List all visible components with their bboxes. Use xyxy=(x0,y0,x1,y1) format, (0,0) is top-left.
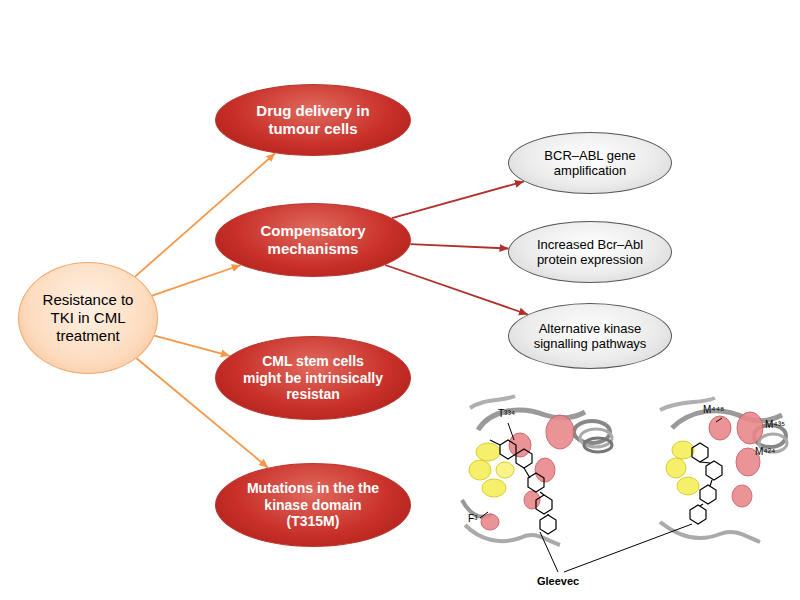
arrow-connector xyxy=(152,265,241,296)
residue-label: M⁴²⁴ xyxy=(755,446,775,457)
cause-ellipse: Mutations in the the kinase domain (T315… xyxy=(215,463,411,547)
leader-line xyxy=(564,524,692,572)
arrow-connector xyxy=(392,181,524,218)
cause-ellipse: CML stem cells might be intrinsically re… xyxy=(215,336,411,420)
mechanism-ellipse: BCR–ABL gene amplification xyxy=(508,132,672,194)
node-text: BCR–ABL gene amplification xyxy=(530,148,651,179)
root-ellipse: Resistance to TKI in CML treatment xyxy=(18,262,158,374)
right-kinase-structure xyxy=(660,398,787,542)
node-text: CML stem cells might be intrinsically re… xyxy=(243,353,384,403)
node-text: Resistance to TKI in CML treatment xyxy=(36,291,140,344)
residue-label: T³³⁴ xyxy=(498,408,515,419)
cause-ellipse: Drug delivery in tumour cells xyxy=(215,84,411,156)
node-text: Increased Bcr–Abl protein expression xyxy=(530,237,651,268)
arrow-connector xyxy=(385,265,528,315)
node-text: Alternative kinase signalling pathways xyxy=(530,321,651,352)
residue-label: F³ xyxy=(468,513,477,524)
arrow-connector xyxy=(410,244,508,248)
mechanism-ellipse: Alternative kinase signalling pathways xyxy=(508,303,672,369)
left-kinase-structure xyxy=(462,396,612,545)
cause-ellipse: Compensatory mechanisms xyxy=(215,203,411,277)
leader-line xyxy=(540,532,558,572)
residue-label: M⁴³⁵ xyxy=(765,419,785,430)
node-text: Compensatory mechanisms xyxy=(241,222,386,257)
residue-label: M⁴⁴⁸ xyxy=(703,404,724,415)
node-text: Mutations in the the kinase domain (T315… xyxy=(243,480,384,530)
node-text: Drug delivery in tumour cells xyxy=(241,102,386,137)
mechanism-ellipse: Increased Bcr–Abl protein expression xyxy=(508,221,672,283)
arrow-connector xyxy=(154,336,229,356)
drug-label: Gleevec xyxy=(537,575,579,587)
